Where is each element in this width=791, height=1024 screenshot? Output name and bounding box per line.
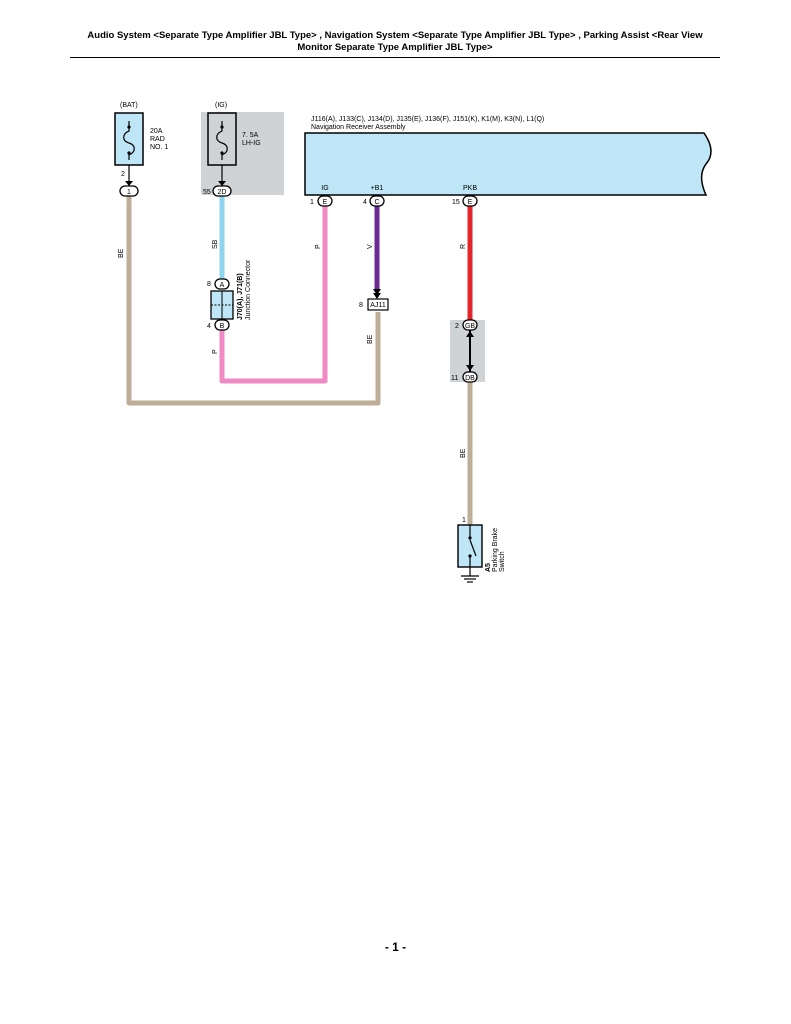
bat-fuse-arrow xyxy=(125,181,133,186)
junction-pin-bottom: 4 xyxy=(207,323,211,330)
inline-top-connector xyxy=(462,319,478,331)
header-rule xyxy=(70,57,720,58)
switch-blade xyxy=(469,539,477,557)
bat-connector xyxy=(119,185,139,197)
bat-fuse-terminal xyxy=(127,125,131,129)
ig-fuse-terminal xyxy=(220,125,224,129)
page-number: - 1 - xyxy=(384,940,407,954)
wire-bat-be xyxy=(126,196,381,406)
wire-label-aj-out: BE xyxy=(367,334,374,344)
ig-fuse-rating: 7. 5A xyxy=(242,132,259,139)
bat-fuse-icon xyxy=(123,121,135,160)
terminal-ig-connector xyxy=(317,195,333,207)
ig-fuse-arrow xyxy=(218,181,226,186)
terminal-b1-connector xyxy=(369,195,385,207)
inline-bottom-pin: 11 xyxy=(451,375,458,382)
bat-fuse-name1: RAD xyxy=(150,136,165,143)
receiver-connectors: J116(A), J133(C), J134(D), J135(E), J136… xyxy=(311,116,544,123)
ig-connector-label: 2D xyxy=(218,189,227,196)
wire-label-ig-recv: P xyxy=(315,244,322,249)
page-header: Audio System <Separate Type Amplifier JB… xyxy=(70,30,720,54)
bat-fuse-name2: NO. 1 xyxy=(150,144,168,151)
inline-bottom-connector xyxy=(462,371,478,383)
junction-conn-top xyxy=(214,278,230,290)
ig-fuse-pin: 55 xyxy=(203,189,211,196)
switch-name1: Parking Brake xyxy=(492,528,499,572)
bat-fuse-pin: 2 xyxy=(121,171,125,178)
terminal-pkb-label: PKB xyxy=(463,185,477,192)
aj11-connector xyxy=(367,298,389,311)
switch-contact-top xyxy=(468,536,472,540)
ig-connector xyxy=(212,185,232,197)
receiver-body xyxy=(304,132,712,196)
aj11-pin: 8 xyxy=(359,302,363,309)
bat-fuse-terminal-b xyxy=(127,151,131,155)
terminal-pkb-connector-label: E xyxy=(468,199,473,206)
junction-conn-top-label: A xyxy=(220,282,225,289)
junction-conn-bottom-label: B xyxy=(220,323,225,330)
bat-connector-label: 1 xyxy=(127,189,131,196)
terminal-ig-connector-label: E xyxy=(323,199,328,206)
receiver-name: Navigation Receiver Assembly xyxy=(311,124,406,131)
ig-fuse-terminal-b xyxy=(220,151,224,155)
aj11-arrow-b xyxy=(373,293,381,299)
terminal-ig-pin: 1 xyxy=(310,199,314,206)
switch-name2: Switch xyxy=(499,551,506,572)
wire-label-ig: SB xyxy=(212,239,219,249)
terminal-b1-label: +B1 xyxy=(371,185,384,192)
terminal-pkb-connector xyxy=(462,195,478,207)
junction-conn-bottom xyxy=(214,319,230,331)
wire-jc-pink xyxy=(219,204,328,384)
terminal-b1-connector-label: C xyxy=(374,199,379,206)
wire-label-b1: V xyxy=(367,244,374,249)
inline-top-label: GB xyxy=(465,323,475,330)
junction-name: Junction Connector xyxy=(245,259,252,320)
aj11-arrow xyxy=(373,289,381,295)
inline-bottom-label: DB xyxy=(465,375,475,382)
wire-label-switch: BE xyxy=(460,448,467,458)
wire-label-jc-out: P xyxy=(212,349,219,354)
terminal-ig-label: IG xyxy=(321,185,328,192)
junction-pin-top: 8 xyxy=(207,281,211,288)
ig-fuse-icon xyxy=(216,121,228,160)
bat-fuse-rating: 20A xyxy=(150,128,163,135)
wire-label-pkb: R xyxy=(460,244,467,249)
ground-icon xyxy=(461,575,479,583)
inline-arrow-up xyxy=(466,331,474,337)
header-title-line1: Audio System <Separate Type Amplifier JB… xyxy=(87,30,703,41)
header-title-line2: Monitor Separate Type Amplifier JBL Type… xyxy=(297,42,493,53)
junction-id: J70(A), J71(B) xyxy=(237,273,244,320)
switch-id: A5 xyxy=(485,563,492,572)
ig-source-label: (IG) xyxy=(215,102,227,109)
inline-top-pin: 2 xyxy=(455,323,459,330)
aj11-label: AJ11 xyxy=(370,302,386,309)
terminal-b1-pin: 4 xyxy=(363,199,367,206)
inline-arrow-down xyxy=(466,365,474,371)
bat-source-label: (BAT) xyxy=(120,102,138,109)
ig-fuse-name: LH-IG xyxy=(242,140,261,147)
wire-label-bat: BE xyxy=(118,248,125,258)
terminal-pkb-pin: 15 xyxy=(452,199,460,206)
switch-pin: 1 xyxy=(462,517,466,524)
